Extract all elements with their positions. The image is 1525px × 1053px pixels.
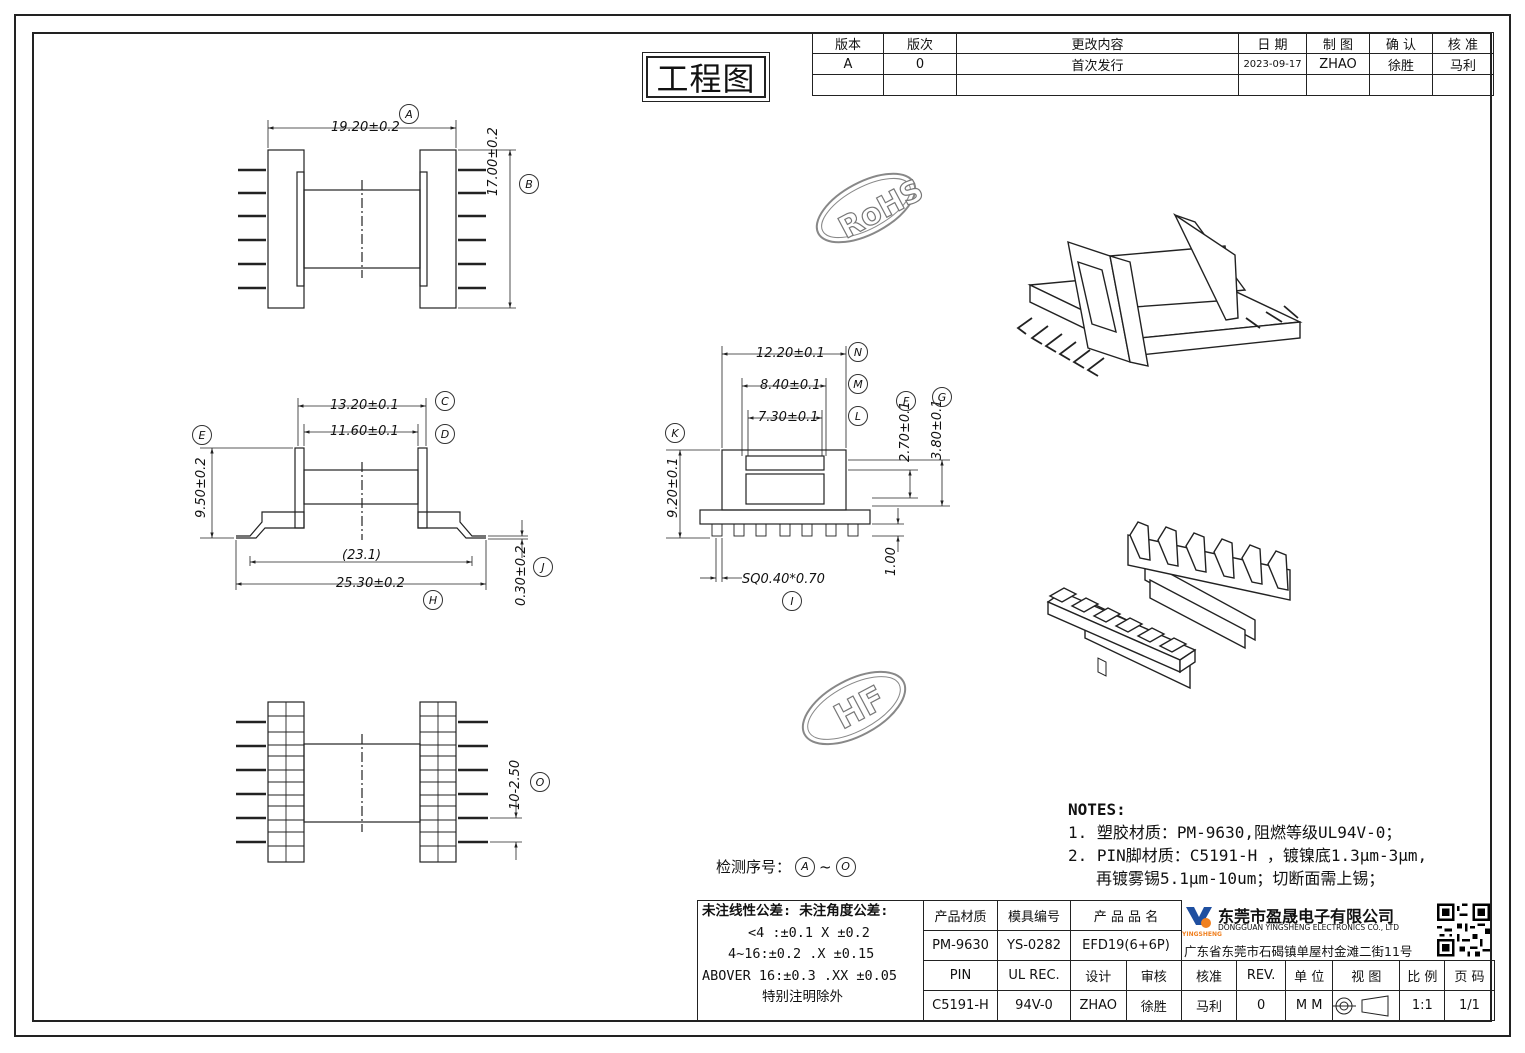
- note-item-2: 2. PIN脚材质：C5191-H ，镀镍底1.3μm-3μm,: [1068, 846, 1428, 865]
- dim-A: 19.20±0.2: [331, 120, 400, 135]
- top-view: [238, 120, 516, 309]
- balloon-A: A: [399, 104, 419, 124]
- tb-mold-label: 模具编号: [997, 900, 1071, 931]
- balloon-M: M: [848, 374, 868, 394]
- dim-D: 11.60±0.1: [330, 424, 399, 439]
- company-block: YINGSHENG 东莞市盈晟电子有限公司 DONGGUAN YINGSHENG…: [1182, 901, 1435, 960]
- tb-ul: 94V-0: [997, 990, 1071, 1021]
- company-logo-text: YINGSHENG: [1182, 931, 1222, 938]
- note-item-2-cont: 再镀雾锡5.1μm-10um；切断面需上锡；: [1096, 869, 1385, 888]
- balloon-J: J: [533, 557, 553, 577]
- drawing-outer-frame: [14, 14, 1511, 1037]
- dim-O: 10-2.50: [508, 759, 523, 810]
- balloon-H: H: [423, 590, 443, 610]
- dim-C: 13.20±0.1: [330, 398, 399, 413]
- tb-page: 1/1: [1444, 990, 1495, 1021]
- balloon-O: O: [530, 772, 550, 792]
- tb-mold: YS-0282: [997, 930, 1071, 961]
- tb-unit-label: 单 位: [1285, 960, 1334, 991]
- tb-page-label: 页 码: [1444, 960, 1495, 991]
- isometric-view-bottom: [1046, 521, 1291, 690]
- balloon-K: K: [665, 423, 685, 443]
- notes-block: NOTES: 1. 塑胶材质：PM-9630,阻燃等级UL94V-0； 2. P…: [1068, 798, 1427, 890]
- tb-pin-label: PIN: [923, 960, 998, 991]
- dim-G: 3.80±0.1: [930, 399, 945, 460]
- tb-review-label: 审核: [1125, 960, 1182, 991]
- document-title: 工程图: [646, 56, 766, 98]
- balloon-C: C: [435, 391, 455, 411]
- balloon-D: D: [435, 424, 455, 444]
- dim-M: 8.40±0.1: [760, 378, 821, 393]
- dim-J: 0.30±0.2: [514, 545, 529, 606]
- tolerance-cell: 未注线性公差: 未注角度公差: <4 :±0.1 X ±0.2 4~16:±0.…: [697, 900, 924, 1021]
- balloon-L: L: [848, 406, 868, 426]
- tolerance-footer: 特别注明除外: [762, 989, 843, 1005]
- company-name-en: DONGGUAN YINGSHENG ELECTRONICS CO., LTD: [1218, 923, 1399, 932]
- tb-rev: 0: [1236, 990, 1287, 1021]
- tb-material: PM-9630: [923, 930, 998, 961]
- tb-review: 徐胜: [1125, 990, 1182, 1021]
- tb-scale-label: 比 例: [1399, 960, 1446, 991]
- tolerance-line-1: <4 :±0.1 X ±0.2: [748, 924, 870, 941]
- tb-view: [1332, 990, 1401, 1021]
- dim-H: 25.30±0.2: [336, 576, 405, 591]
- company-name-cn: 东莞市盈晟电子有限公司: [1218, 907, 1395, 926]
- balloon-G: G: [932, 387, 952, 407]
- revision-table: 版本 版次 更改内容 日 期 制 图 确 认 核 准 A 0 首次发行 2023…: [812, 32, 1494, 96]
- tolerance-line-2: 4~16:±0.2 .X ±0.15: [728, 946, 875, 962]
- inspection-range: 检测序号： A ~ O: [716, 856, 856, 877]
- balloon-I: I: [782, 591, 802, 611]
- tb-approve: 马利: [1180, 990, 1238, 1021]
- document-title-box: 工程图: [642, 52, 770, 102]
- note-item-1: 1. 塑胶材质：PM-9630,阻燃等级UL94V-0；: [1068, 823, 1402, 842]
- dim-I: SQ0.40*0.70: [742, 572, 825, 587]
- tb-rev-label: REV.: [1236, 960, 1287, 991]
- dim-N: 12.20±0.1: [756, 346, 825, 361]
- title-block: 未注线性公差: 未注角度公差: <4 :±0.1 X ±0.2 4~16:±0.…: [697, 900, 1495, 1021]
- bottom-view: [236, 701, 522, 863]
- tolerance-line-3: ABOVER 16:±0.3 .XX ±0.05: [702, 967, 898, 984]
- dim-B: 17.00±0.2: [486, 127, 501, 196]
- rev-header-edition: 版次: [883, 32, 957, 54]
- isometric-view-top: [1016, 212, 1303, 377]
- dim-L: 7.30±0.1: [758, 410, 819, 425]
- tb-ul-label: UL REC.: [997, 960, 1071, 991]
- inspection-from: A: [795, 856, 816, 877]
- tb-view-label: 视 图: [1332, 960, 1401, 991]
- balloon-B: B: [519, 174, 539, 194]
- hf-stamp: [801, 670, 907, 746]
- tb-pin: C5191-H: [923, 990, 998, 1021]
- front-view: [200, 398, 528, 590]
- tb-approve-label: 核准: [1180, 960, 1238, 991]
- company-logo-icon: [1184, 903, 1214, 931]
- tb-material-label: 产品材质: [923, 900, 998, 931]
- notes-heading: NOTES:: [1068, 800, 1126, 819]
- company-address: 广东省东莞市石碣镇单屋村金滩二街11号: [1184, 944, 1413, 959]
- dim-E: 9.50±0.2: [194, 457, 209, 518]
- dim-pin: 1.00: [884, 547, 899, 576]
- dim-H-ref: (23.1): [342, 548, 382, 563]
- drawing-inner-frame: [32, 32, 1492, 1022]
- rohs-stamp: [815, 172, 917, 244]
- tb-product-name: EFD19(6+6P): [1070, 930, 1182, 961]
- tb-product-name-label: 产 品 品 名: [1070, 900, 1182, 931]
- inspection-to: O: [835, 856, 856, 877]
- rev-header-approve: 核 准: [1432, 32, 1494, 54]
- tolerance-header: 未注线性公差: 未注角度公差:: [702, 903, 889, 919]
- balloon-F: F: [896, 391, 916, 411]
- tb-design: ZHAO: [1070, 990, 1127, 1021]
- inspection-sep: ~: [819, 857, 832, 876]
- balloon-E: E: [192, 425, 212, 445]
- inspection-label: 检测序号：: [716, 858, 792, 876]
- dim-K: 9.20±0.1: [666, 457, 681, 518]
- qr-code-icon: [1437, 903, 1490, 957]
- balloon-N: N: [848, 342, 868, 362]
- tb-unit: M M: [1285, 990, 1334, 1021]
- side-view: [666, 346, 950, 582]
- tb-design-label: 设计: [1070, 960, 1127, 991]
- tb-scale: 1:1: [1399, 990, 1446, 1021]
